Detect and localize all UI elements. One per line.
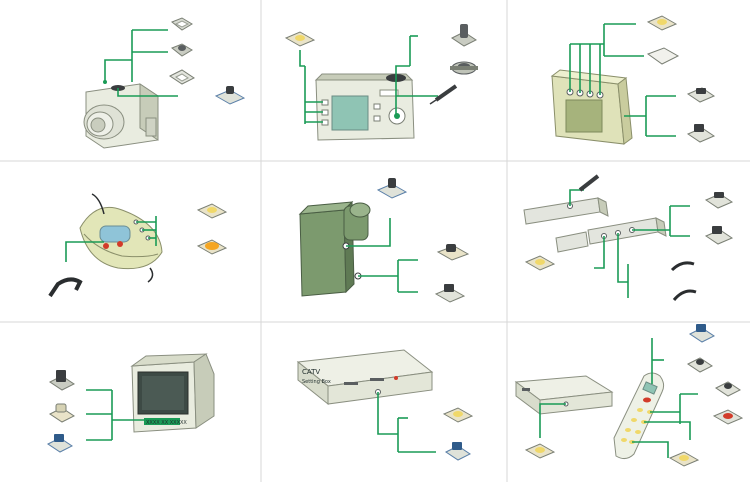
catv-brand: CATV bbox=[302, 368, 320, 376]
panel-mouse-shaped-device bbox=[48, 193, 228, 298]
tact-switch-black-icon bbox=[687, 357, 713, 373]
panel-camcorder bbox=[298, 178, 470, 303]
tact-switch-yellow-icon bbox=[646, 15, 678, 31]
tact-switch-flat-icon bbox=[171, 17, 193, 31]
tact-switch-dome-icon bbox=[171, 43, 193, 57]
side-tact-switch-icon bbox=[436, 244, 470, 261]
catv-model: Setting Box bbox=[302, 379, 331, 385]
smd-right-angle-switch-icon bbox=[686, 124, 716, 143]
panel-crt-monitor: XXXX XX XXXXX bbox=[47, 353, 215, 453]
monitor-badge-text: XXXX XX XXXXX bbox=[146, 420, 187, 426]
smd-tact-switch-blue-icon bbox=[445, 442, 471, 461]
smd-side-switch-icon bbox=[704, 192, 734, 209]
pen-stylus-switch-icon bbox=[429, 84, 458, 105]
tact-switch-yellow-icon bbox=[442, 407, 474, 423]
tact-switch-orange-icon bbox=[196, 239, 228, 255]
panel-remote-and-set-top-box bbox=[514, 324, 744, 467]
smd-right-angle-switch-icon bbox=[704, 226, 734, 245]
panel-usb-sticks bbox=[523, 174, 734, 301]
panel-catv-set-top-box: CATV Setting Box bbox=[296, 349, 474, 461]
panel-handheld-device bbox=[550, 15, 716, 145]
smd-tact-switch-blue-icon bbox=[47, 434, 73, 453]
bracket-switch-icon bbox=[670, 261, 697, 301]
panel-digital-camera-back bbox=[284, 24, 478, 141]
smd-right-angle-switch-icon bbox=[434, 284, 466, 303]
rotary-switch-icon bbox=[450, 61, 478, 75]
smd-tact-switch-icon bbox=[376, 178, 408, 199]
tall-tact-switch-icon bbox=[49, 370, 75, 391]
tact-switch-yellow-dome-icon bbox=[284, 31, 316, 47]
pen-stylus-switch-icon bbox=[578, 174, 600, 192]
smd-tact-switch-blue-icon bbox=[689, 324, 715, 343]
switch-frame-icon bbox=[169, 69, 195, 85]
tact-switch-yellow-icon bbox=[196, 203, 228, 219]
panel-digital-camera-front bbox=[83, 17, 246, 149]
tact-switch-red-icon bbox=[712, 409, 744, 425]
smd-side-switch-icon bbox=[686, 87, 716, 103]
tact-switch-yellow-icon bbox=[668, 451, 700, 467]
tact-switch-black-icon bbox=[715, 381, 741, 397]
bracket-switch-icon bbox=[48, 277, 83, 298]
tact-switch-yellow-icon bbox=[524, 443, 556, 459]
tact-switch-yellow-icon bbox=[524, 255, 556, 271]
tall-tact-switch-icon bbox=[451, 24, 477, 47]
side-push-switch-icon bbox=[646, 47, 680, 65]
through-hole-tact-switch-icon bbox=[49, 403, 75, 423]
smd-tact-switch-icon bbox=[214, 86, 246, 105]
